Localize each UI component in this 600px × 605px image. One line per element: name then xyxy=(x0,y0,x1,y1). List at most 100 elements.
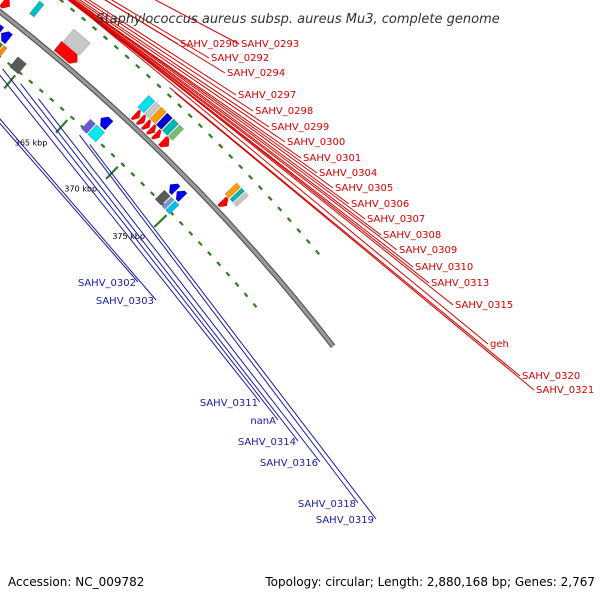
gene-feature xyxy=(0,0,11,9)
gene-feature xyxy=(0,24,5,33)
tick-dot xyxy=(38,88,44,94)
tick-dot xyxy=(228,153,234,160)
tick-dot xyxy=(120,162,126,168)
tick-dot xyxy=(156,83,162,89)
gene-feature xyxy=(135,114,147,126)
label-leader-line xyxy=(79,0,270,128)
backbone xyxy=(0,8,336,348)
label-leader-line xyxy=(169,87,521,377)
tick-dot xyxy=(188,230,194,236)
tick-dot xyxy=(197,123,203,129)
tick-dot xyxy=(178,220,184,226)
gene-feature xyxy=(167,124,185,141)
gene-feature xyxy=(0,31,14,45)
forward-gene-label: SAHV_0320 xyxy=(522,371,580,382)
gene-feature xyxy=(165,200,180,215)
tick-dot xyxy=(80,16,87,22)
tick-dot xyxy=(110,152,116,158)
forward-gene-label: SAHV_0308 xyxy=(383,230,441,241)
tick-dot xyxy=(234,281,240,288)
tick-label: 365 kbp xyxy=(15,138,48,147)
tick-dot xyxy=(91,25,98,31)
reverse-gene-label: SAHV_0303 xyxy=(96,296,154,307)
label-leader-line xyxy=(2,68,279,421)
label-leader-line xyxy=(104,0,226,74)
tick-mark xyxy=(3,74,17,90)
tick-dot xyxy=(243,292,249,298)
gene-feature xyxy=(155,112,173,130)
gene-feature xyxy=(175,190,188,203)
map-title: Staphylococcus aureus subsp. aureus Mu3,… xyxy=(96,12,500,27)
gene-feature xyxy=(145,123,157,135)
tick-dot xyxy=(305,238,311,245)
tick-dot xyxy=(7,61,13,67)
label-leader-line xyxy=(88,0,237,96)
forward-gene-label: SAHV_0298 xyxy=(255,106,313,117)
tick-dot xyxy=(187,113,193,119)
tick-dot xyxy=(286,217,292,223)
gene-feature xyxy=(229,187,245,203)
tick-dot xyxy=(130,171,136,177)
tick-dot xyxy=(218,143,224,149)
label-leader-line xyxy=(68,0,398,251)
label-leader-line xyxy=(69,0,454,306)
forward-gene-label: SAHV_0290 xyxy=(180,39,238,50)
gene-feature xyxy=(217,196,229,208)
tick-dot xyxy=(145,73,151,79)
gene-feature xyxy=(53,40,78,64)
forward-gene-label: SAHV_0313 xyxy=(431,278,489,289)
label-leaders xyxy=(0,0,535,520)
gene-feature xyxy=(154,189,171,206)
label-leader-line xyxy=(174,92,535,391)
tick-dot xyxy=(59,106,65,112)
tick-dot xyxy=(315,249,321,256)
label-leader-line xyxy=(69,0,382,236)
tick-label: 370 kbp xyxy=(64,184,97,193)
gene-feature xyxy=(161,196,175,210)
forward-gene-label: SAHV_0293 xyxy=(241,39,299,50)
label-leader-line xyxy=(70,0,366,220)
tick-dot xyxy=(225,271,231,277)
accession-text: Accession: NC_009782 xyxy=(8,575,144,589)
gene-feature xyxy=(130,109,142,121)
tick-dot xyxy=(100,143,106,149)
tick-dot xyxy=(149,191,155,197)
reverse-gene-label: nanA xyxy=(250,416,276,427)
tick-mark xyxy=(153,214,168,228)
tick-dot xyxy=(28,79,34,85)
reverse-gene-label: SAHV_0302 xyxy=(78,278,136,289)
backbone-line xyxy=(0,9,335,348)
tick-dot xyxy=(216,261,222,267)
genome-summary-text: Topology: circular; Length: 2,880,168 bp… xyxy=(264,575,595,589)
gene-feature xyxy=(100,116,114,131)
label-leader-line xyxy=(83,0,254,112)
tick-dot xyxy=(124,54,130,60)
forward-gene-label: SAHV_0307 xyxy=(367,214,425,225)
label-leader-line xyxy=(76,0,286,143)
forward-gene-label: SAHV_0300 xyxy=(287,137,345,148)
tick-dot xyxy=(257,185,263,191)
tick-dot xyxy=(177,103,183,109)
label-leader-line xyxy=(73,0,318,174)
tick-dot xyxy=(207,251,212,257)
label-leader-line xyxy=(71,0,350,205)
tick-dot xyxy=(102,35,109,41)
tick-dot xyxy=(166,93,172,99)
gene-feature xyxy=(63,28,91,56)
gene-feature xyxy=(144,101,161,119)
label-leader-line xyxy=(38,98,321,463)
label-leader-line xyxy=(72,0,334,189)
gene-feature xyxy=(157,135,170,148)
label-leader-line xyxy=(94,19,489,345)
gene-feature xyxy=(0,45,8,58)
tick-dot xyxy=(58,0,65,4)
gene-feature xyxy=(161,118,179,136)
gene-feature xyxy=(233,191,249,207)
forward-gene-label: SAHV_0309 xyxy=(399,245,457,256)
gene-feature xyxy=(140,119,152,131)
gene-feature xyxy=(87,124,106,143)
tick-dot xyxy=(135,63,141,69)
forward-gene-label: SAHV_0306 xyxy=(351,199,409,210)
